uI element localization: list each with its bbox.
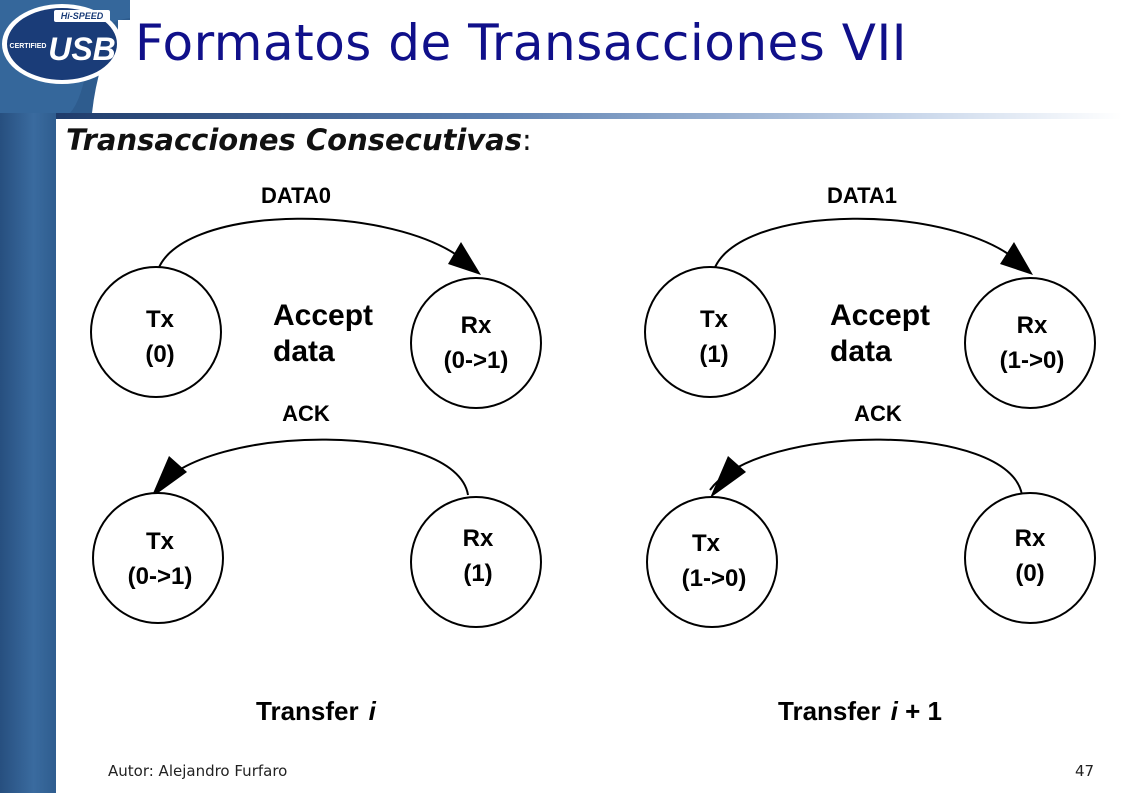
bottom-rx-0-line2: (1) bbox=[463, 560, 492, 587]
top-rx-1-line1: Rx bbox=[1017, 312, 1048, 339]
logo-usb-text: USB bbox=[48, 31, 116, 67]
bottom-tx-node-0 bbox=[92, 492, 224, 624]
transfer-1-caption-suffix: + 1 bbox=[898, 696, 942, 726]
subtitle-text: Transacciones Consecutivas bbox=[66, 123, 523, 157]
ack-0-arrow bbox=[155, 438, 469, 496]
transfer-0-caption-prefix: Transfer bbox=[256, 696, 359, 726]
data0-label: DATA0 bbox=[261, 183, 331, 208]
ack-0-arrowhead bbox=[151, 456, 187, 498]
subtitle-colon: : bbox=[522, 123, 532, 157]
top-tx-node-1 bbox=[644, 266, 776, 398]
transfer-1-caption-prefix: Transfer bbox=[778, 696, 881, 726]
transfer-0-caption-var: i bbox=[369, 696, 377, 726]
transfer-0-caption: Transfer i bbox=[256, 696, 377, 726]
bottom-tx-1-line1: Tx bbox=[692, 530, 721, 557]
data1-arrow bbox=[711, 217, 1029, 279]
transfer-i-plus-1-group: DATA1 Tx (1) Accept data Rx (1->0) ACK T… bbox=[644, 183, 1096, 726]
transfer-1-caption: Transfer i + 1 bbox=[778, 696, 942, 726]
bottom-tx-0-line1: Tx bbox=[146, 528, 175, 555]
accept-0-line1: Accept bbox=[273, 299, 373, 332]
bottom-rx-1-line2: (0) bbox=[1015, 560, 1044, 587]
ack-0-label: ACK bbox=[282, 401, 330, 426]
top-rx-0-line1: Rx bbox=[461, 312, 492, 339]
logo-certified-text: CERTIFIED bbox=[10, 43, 47, 50]
top-tx-1-line1: Tx bbox=[700, 306, 729, 333]
page-number: 47 bbox=[1075, 762, 1095, 780]
usb-certified-logo: Hi-SPEED CERTIFIED USB TM bbox=[0, 0, 130, 113]
usb-logo-corner: Hi-SPEED CERTIFIED USB TM bbox=[0, 0, 130, 113]
top-rx-1-line2: (1->0) bbox=[1000, 347, 1065, 374]
logo-hispeed-text: Hi-SPEED bbox=[61, 11, 104, 21]
top-tx-0-line2: (0) bbox=[145, 341, 174, 368]
top-rx-0-line2: (0->1) bbox=[444, 347, 509, 374]
top-tx-node-0 bbox=[90, 266, 222, 398]
ack-1-label: ACK bbox=[854, 401, 902, 426]
top-rx-node-1 bbox=[964, 277, 1096, 409]
bottom-rx-1-line1: Rx bbox=[1015, 525, 1046, 552]
footer-author: Autor: Alejandro Furfaro bbox=[108, 762, 288, 780]
title-underline-rule bbox=[56, 113, 1122, 119]
transaction-diagram: DATA0 Tx (0) Accept data Rx (0->1) ACK T… bbox=[90, 183, 1096, 726]
section-subtitle: Transacciones Consecutivas: bbox=[66, 123, 532, 157]
left-sidebar-band bbox=[0, 113, 56, 793]
ack-1-arrowhead bbox=[710, 456, 746, 498]
top-tx-0-line1: Tx bbox=[146, 306, 175, 333]
bottom-tx-node-1 bbox=[646, 496, 778, 628]
accept-1-line1: Accept bbox=[830, 299, 930, 332]
slide-title: Formatos de Transacciones VII bbox=[135, 14, 907, 72]
bottom-tx-0-line2: (0->1) bbox=[128, 563, 193, 590]
logo-tm-text: TM bbox=[112, 66, 119, 72]
bottom-rx-node-0 bbox=[410, 496, 542, 628]
ack-1-arrow bbox=[709, 438, 1023, 496]
data0-arrowhead bbox=[448, 242, 481, 275]
data1-label: DATA1 bbox=[827, 183, 897, 208]
bottom-rx-0-line1: Rx bbox=[463, 525, 494, 552]
bottom-tx-1-line2: (1->0) bbox=[682, 565, 747, 592]
top-tx-1-line2: (1) bbox=[699, 341, 728, 368]
data1-arrowhead bbox=[1000, 242, 1033, 275]
transfer-i-group: DATA0 Tx (0) Accept data Rx (0->1) ACK T… bbox=[90, 183, 542, 726]
transfer-1-caption-var: i bbox=[891, 696, 899, 726]
bottom-rx-node-1 bbox=[964, 492, 1096, 624]
accept-1-line2: data bbox=[830, 335, 892, 368]
data0-arrow bbox=[155, 217, 477, 279]
accept-0-line2: data bbox=[273, 335, 335, 368]
top-rx-node-0 bbox=[410, 277, 542, 409]
